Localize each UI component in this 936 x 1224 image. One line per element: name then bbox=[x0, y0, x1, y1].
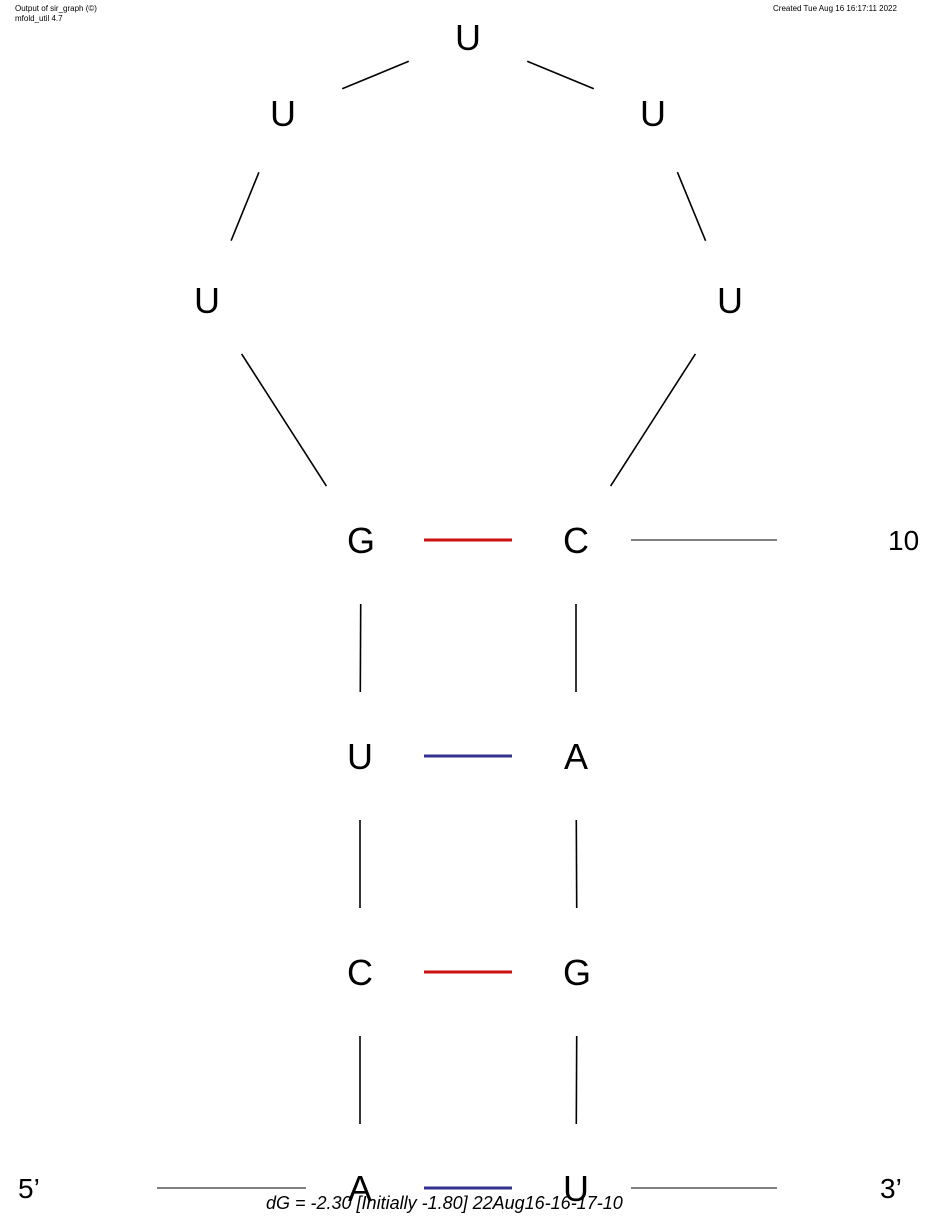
base-number-10: 10 bbox=[888, 525, 919, 556]
backbone-bond-8-9 bbox=[676, 171, 707, 242]
base-3: U bbox=[347, 736, 373, 777]
base-8: U bbox=[640, 93, 666, 134]
base-10: C bbox=[563, 520, 589, 561]
base-11: A bbox=[564, 736, 588, 777]
base-4: G bbox=[347, 520, 375, 561]
backbone-bond-9-10 bbox=[609, 353, 697, 487]
backbone-bonds bbox=[230, 60, 707, 1125]
backbone-bond-4-5 bbox=[240, 353, 328, 487]
base-1: A bbox=[348, 1168, 372, 1209]
created-timestamp: Created Tue Aug 16 16:17:11 2022 bbox=[773, 4, 897, 13]
base-5: U bbox=[194, 280, 220, 321]
base-2: C bbox=[347, 952, 373, 993]
base-12: G bbox=[563, 952, 591, 993]
version-line: mfold_util 4.7 bbox=[15, 14, 63, 23]
backbone-bond-5-6 bbox=[230, 171, 260, 242]
program-line: Output of sir_graph (©) bbox=[15, 4, 97, 13]
three-prime-label: 3’ bbox=[880, 1173, 902, 1204]
backbone-bond-6-7 bbox=[341, 60, 410, 90]
backbone-bond-7-8 bbox=[526, 60, 595, 90]
base-9: U bbox=[717, 280, 743, 321]
base-13: U bbox=[563, 1168, 589, 1209]
base-6: U bbox=[270, 93, 296, 134]
five-prime-label: 5’ bbox=[18, 1173, 40, 1204]
nucleotide-bases: A C U G U U U U U C A G U bbox=[194, 17, 743, 1209]
base-7: U bbox=[455, 17, 481, 58]
free-energy-line: dG = -2.30 [Initially -1.80] 22Aug16-16-… bbox=[266, 1193, 623, 1213]
base-pair-lines bbox=[424, 538, 512, 1190]
